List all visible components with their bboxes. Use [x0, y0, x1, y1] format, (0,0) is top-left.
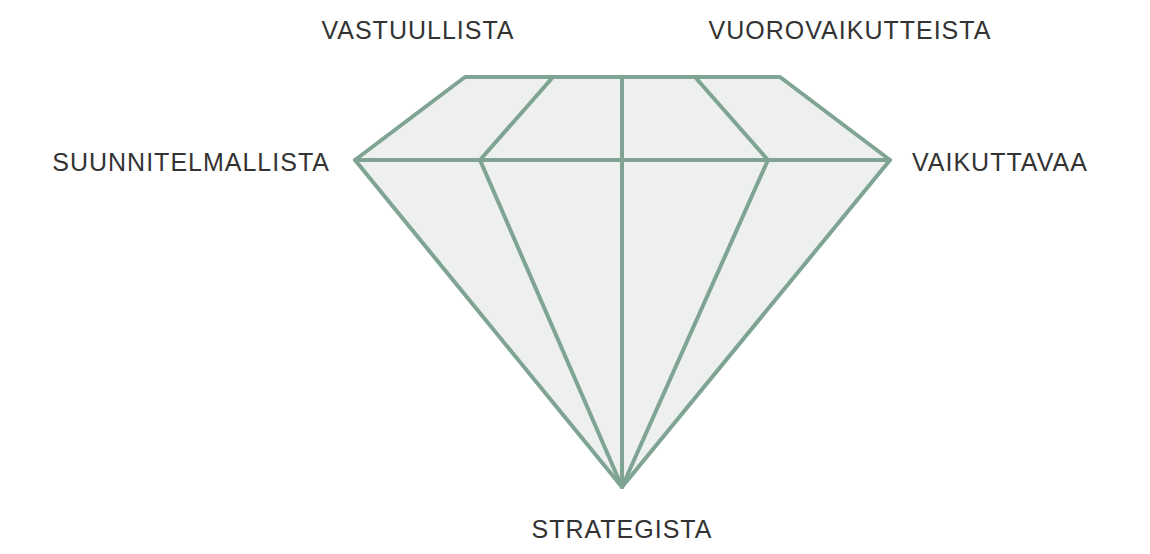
- facet-label: SUUNNITELMALLISTA: [52, 150, 330, 175]
- facet-line: [622, 160, 768, 487]
- facet-label: VAIKUTTAVAA: [912, 150, 1088, 175]
- facet-line: [480, 160, 622, 487]
- facet-line: [695, 77, 768, 160]
- diamond-body: [355, 77, 890, 487]
- facet-label: STRATEGISTA: [532, 517, 713, 542]
- facet-line: [480, 77, 553, 160]
- facet-line: [620, 77, 624, 487]
- facet-label: VUOROVAIKUTTEISTA: [709, 18, 992, 43]
- facet-label: VASTUULLISTA: [321, 18, 514, 43]
